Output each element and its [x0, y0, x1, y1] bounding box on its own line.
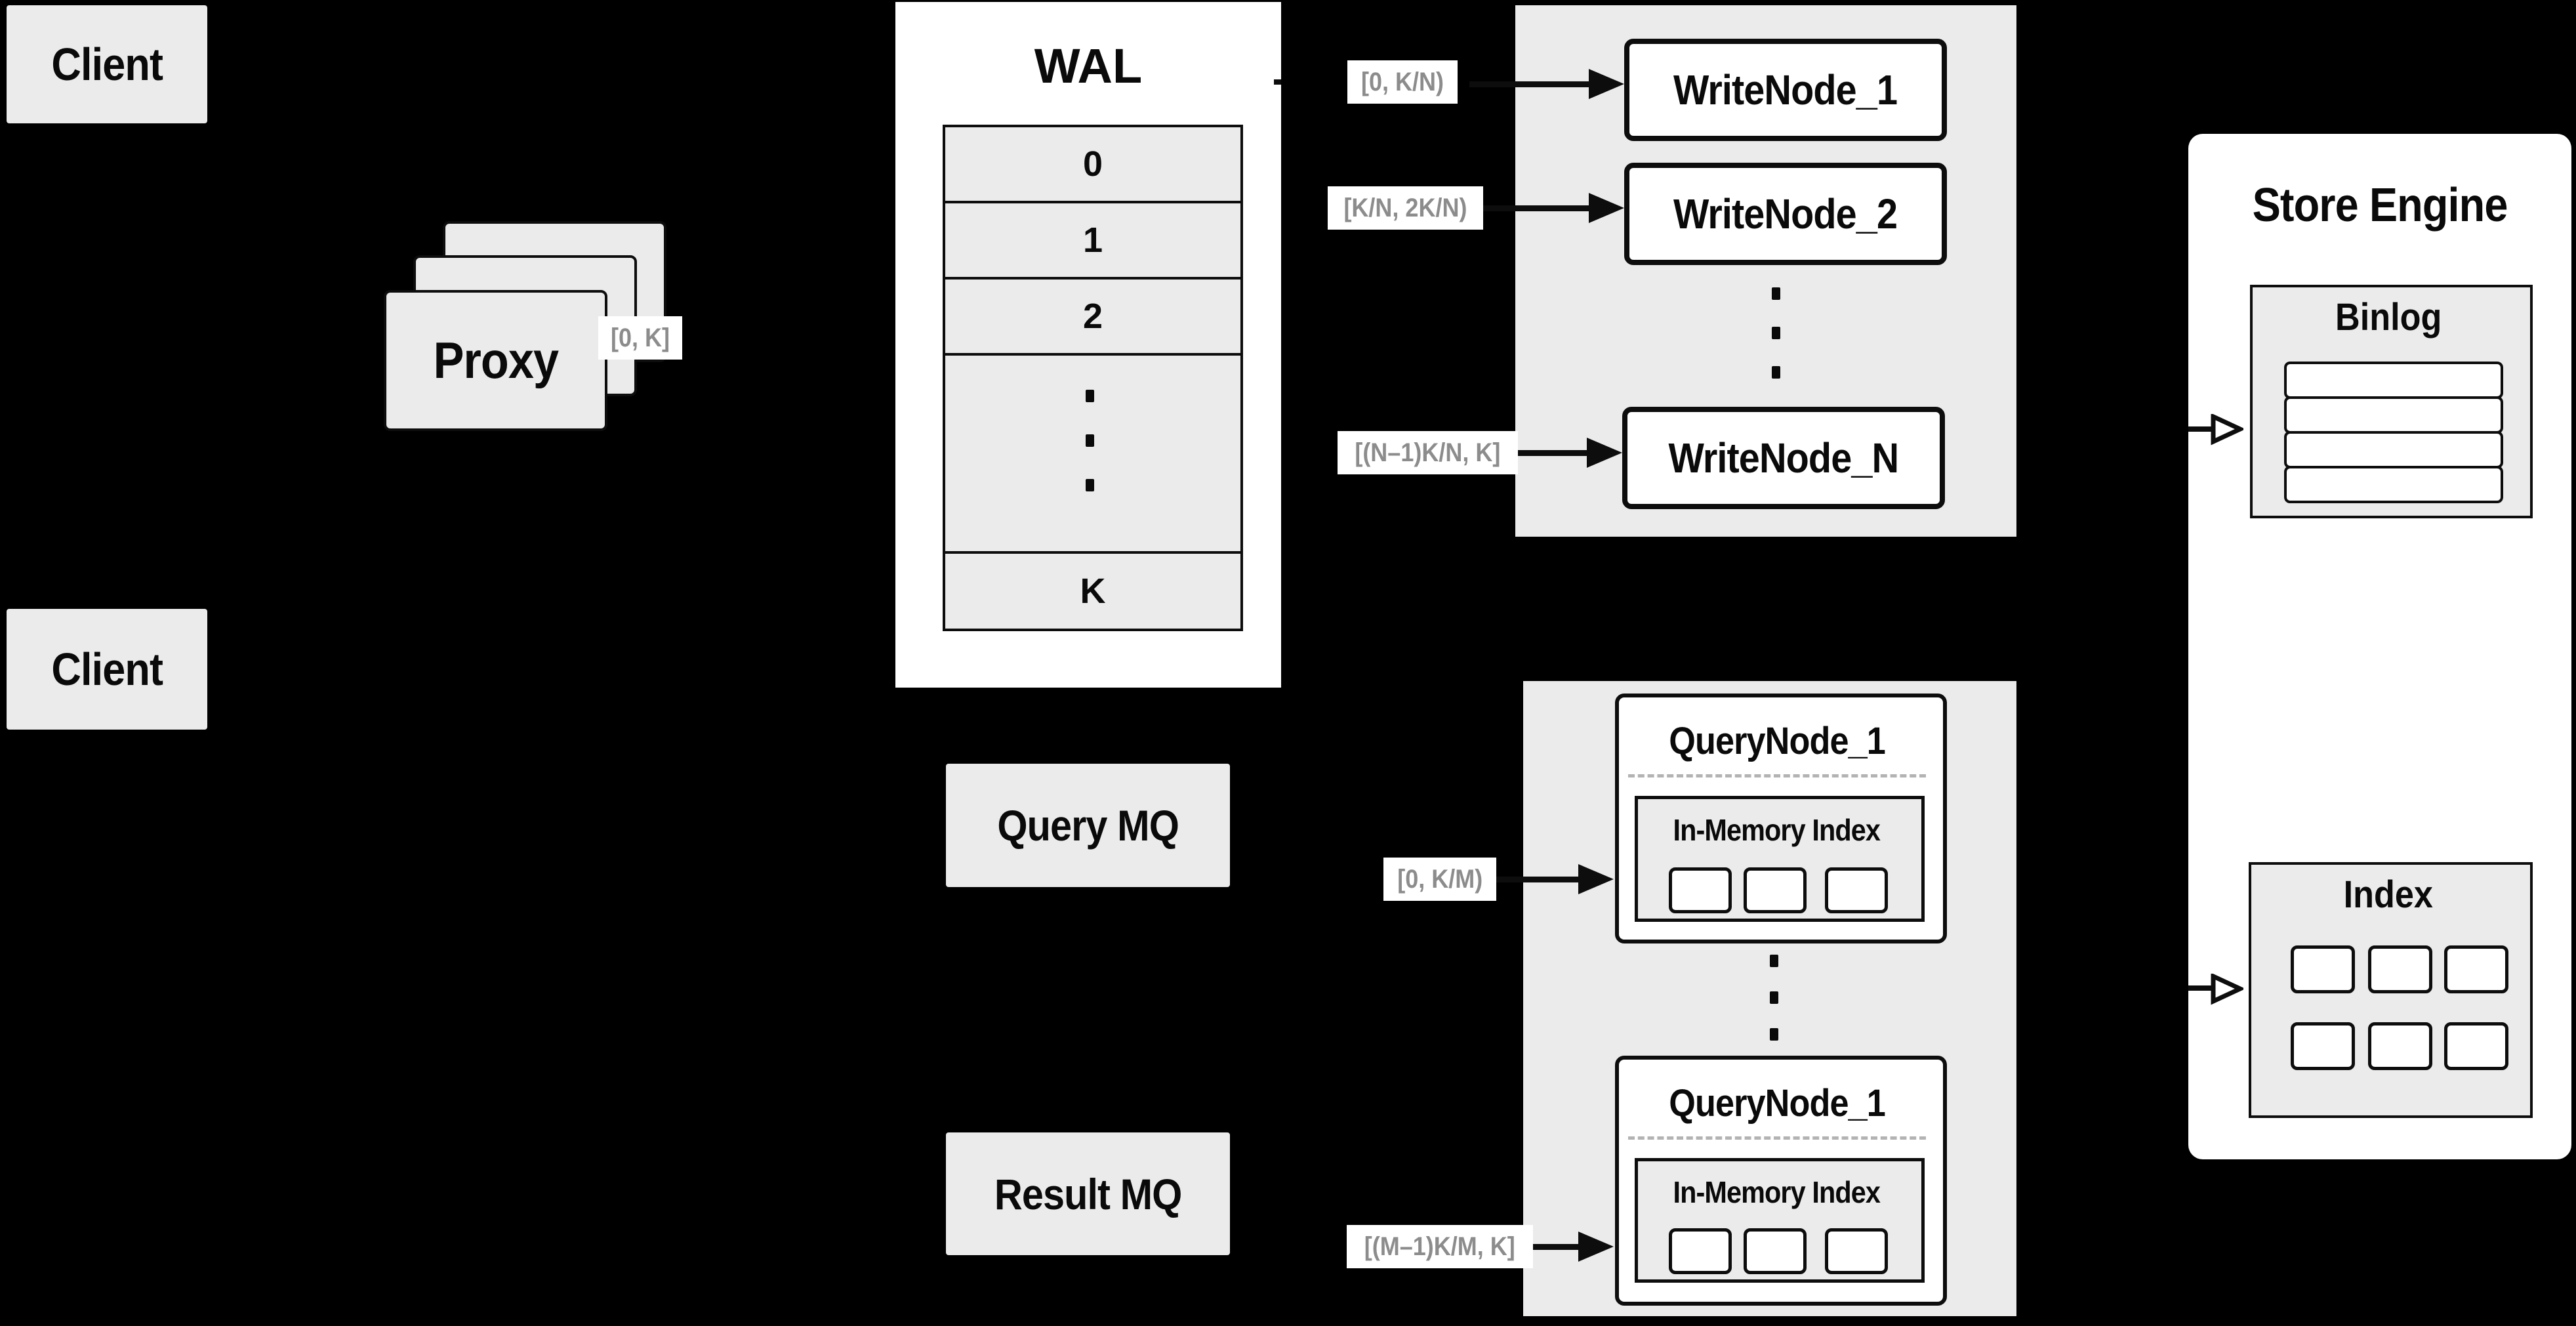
- writenode-1-box: WriteNode_1: [1624, 39, 1947, 141]
- querynode-top-inmemory-title: In-Memory Index: [1673, 813, 1880, 847]
- range-label-writenode-2: [K/N, 2K/N): [1328, 186, 1483, 230]
- query-mq-box: Query MQ: [946, 764, 1230, 887]
- query-ellipsis-dot: [1770, 955, 1778, 967]
- arrow-line-querynode-top: [1469, 877, 1582, 882]
- arrow-line-writenode-1: [1469, 81, 1593, 87]
- arrow-head-querynode-bottom: [1578, 1232, 1614, 1262]
- write-ellipsis-dot: [1772, 366, 1780, 379]
- range-label-writenode-n: [(N–1)K/N, K]: [1338, 431, 1518, 474]
- querynode-bottom-segment: [1669, 1228, 1732, 1274]
- arrow-head-binlog: [2211, 414, 2243, 445]
- wal-ellipsis-dot: [1086, 479, 1094, 491]
- index-segment: [2444, 945, 2508, 993]
- range-label-querynode-bottom: [(M–1)K/M, K]: [1347, 1225, 1533, 1268]
- wal-row-0: 0: [945, 127, 1240, 203]
- arrow-head-writenode-2: [1589, 193, 1624, 223]
- client-bottom-label: Client: [51, 644, 163, 695]
- index-segment: [2368, 1022, 2432, 1070]
- binlog-row: [2284, 431, 2503, 468]
- wal-row-k: K: [1080, 571, 1106, 611]
- querynode-top-title: QueryNode_1: [1669, 720, 1885, 762]
- index-segment: [2291, 945, 2355, 993]
- arrow-line-writenode-2: [1482, 205, 1593, 211]
- arrow-line-binlog: [2188, 426, 2215, 432]
- arrow-line-index: [2188, 985, 2215, 991]
- querynode-bottom-segment: [1744, 1228, 1807, 1274]
- index-segment: [2368, 945, 2432, 993]
- wal-row-2: 2: [945, 280, 1240, 356]
- proxy-label: Proxy: [433, 331, 559, 389]
- binlog-row: [2284, 396, 2503, 434]
- arrow-head-writenode-1: [1589, 69, 1624, 99]
- querynode-bottom-title: QueryNode_1: [1669, 1082, 1885, 1125]
- write-ellipsis-dot: [1772, 327, 1780, 339]
- query-ellipsis-dot: [1770, 991, 1778, 1004]
- client-box-bottom: Client: [7, 609, 207, 730]
- store-engine-title: Store Engine: [2252, 179, 2508, 232]
- wal-ellipsis-dot: [1086, 434, 1094, 447]
- range-label-writenode-1: [0, K/N): [1347, 60, 1458, 104]
- arrow-line-querynode-bottom: [1496, 1244, 1582, 1250]
- binlog-row: [2284, 362, 2503, 399]
- arrow-line-writenode-n: [1496, 450, 1591, 456]
- range-label-querynode-top: [0, K/M): [1383, 858, 1497, 901]
- querynode-bottom-segment: [1825, 1228, 1888, 1274]
- range-label-proxy-out: [0, K]: [598, 316, 682, 360]
- wal-row-1: 1: [945, 203, 1240, 280]
- writenode-2-box: WriteNode_2: [1624, 163, 1947, 265]
- client-box-top: Client: [7, 5, 207, 123]
- index-segment: [2291, 1022, 2355, 1070]
- binlog-row: [2284, 466, 2503, 503]
- index-title: Index: [2343, 873, 2433, 916]
- proxy-card-front: Proxy: [384, 290, 607, 431]
- querynode-top-segment: [1669, 867, 1732, 913]
- querynode-top-segment: [1825, 867, 1888, 913]
- result-mq-box: Result MQ: [946, 1132, 1230, 1255]
- wal-segment-table: 0 1 2 K: [943, 125, 1243, 631]
- querynode-top-segment: [1744, 867, 1807, 913]
- binlog-title: Binlog: [2335, 296, 2442, 339]
- wal-edge-connector-tick: [1274, 79, 1281, 85]
- client-top-label: Client: [51, 39, 163, 90]
- write-ellipsis-dot: [1772, 287, 1780, 300]
- wal-row-ellipsis: [945, 356, 1240, 554]
- querynode-top-divider: [1628, 774, 1926, 777]
- querynode-bottom-divider: [1628, 1136, 1926, 1140]
- query-ellipsis-dot: [1770, 1028, 1778, 1041]
- wal-title: WAL: [1034, 39, 1143, 93]
- index-segment: [2444, 1022, 2508, 1070]
- querynode-bottom-inmemory-title: In-Memory Index: [1673, 1175, 1880, 1209]
- writenode-n-box: WriteNode_N: [1622, 407, 1945, 509]
- arrow-head-writenode-n: [1587, 438, 1622, 468]
- arrow-head-index: [2211, 974, 2243, 1005]
- arrow-head-querynode-top: [1578, 864, 1614, 894]
- wal-ellipsis-dot: [1086, 390, 1094, 402]
- binlog-rows: [2284, 362, 2503, 503]
